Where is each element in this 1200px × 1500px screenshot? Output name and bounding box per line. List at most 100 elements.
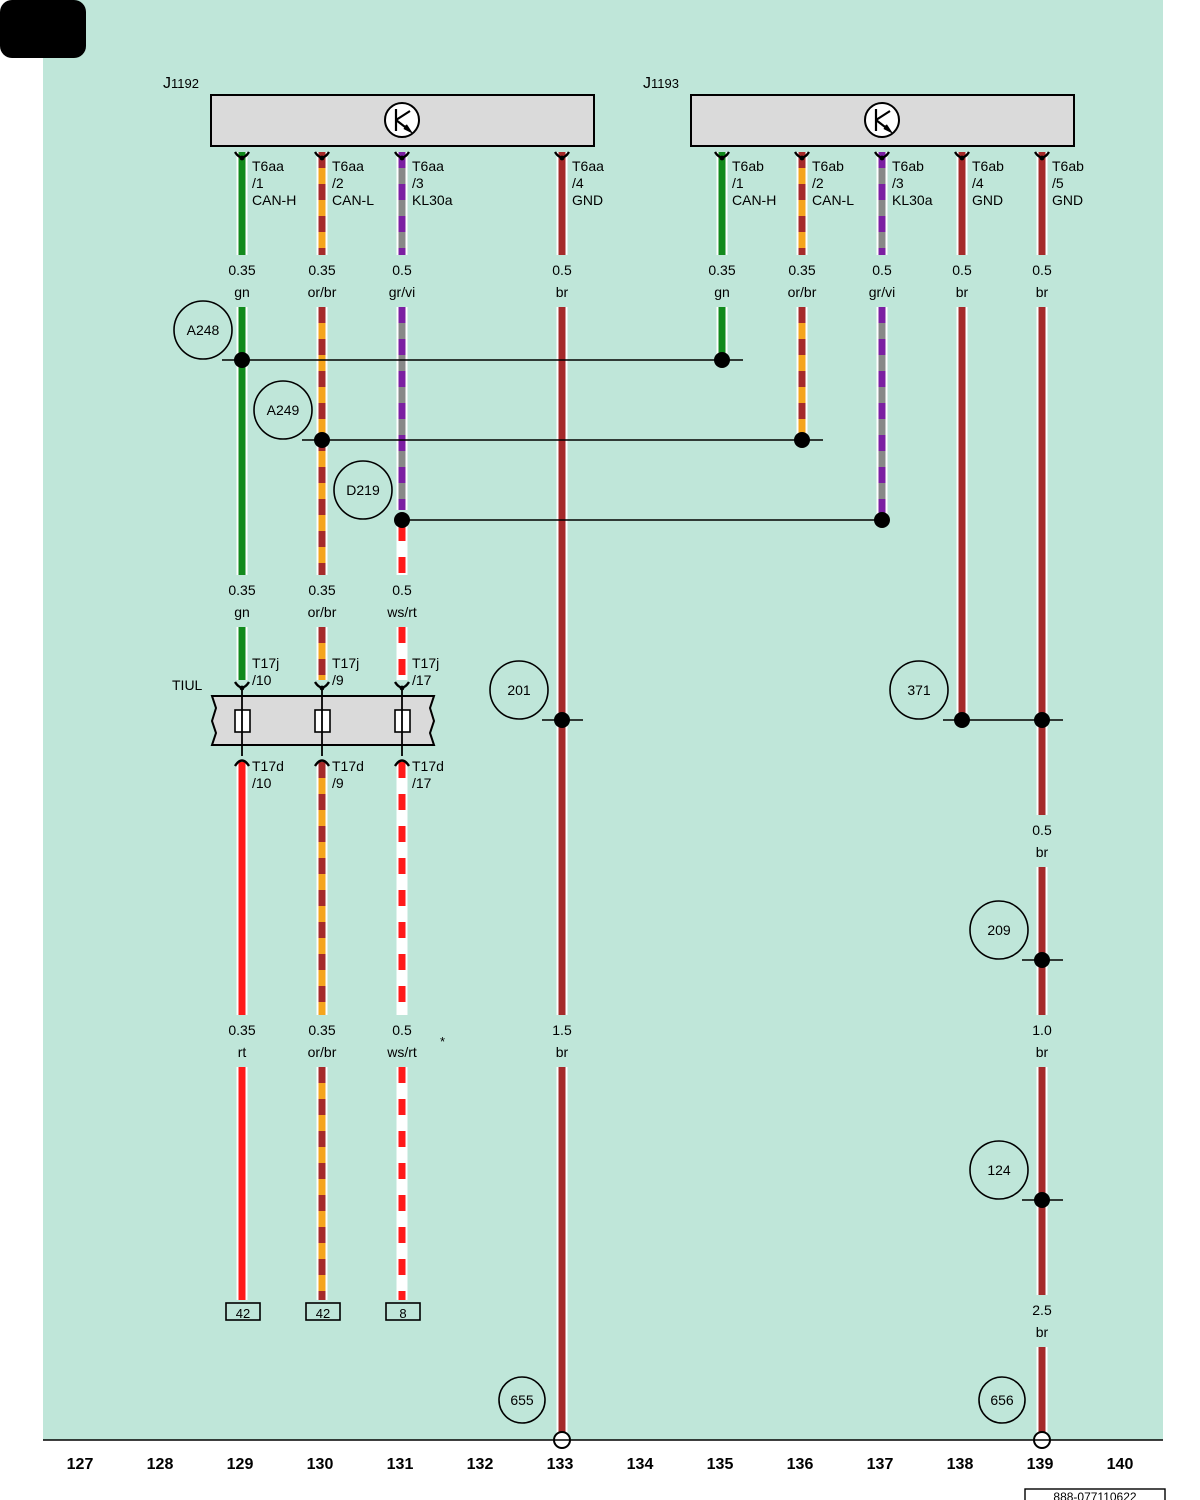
terminal-icon	[233, 759, 251, 767]
junction-201: 201	[489, 660, 549, 720]
junction-dots	[234, 352, 1050, 1208]
j1193-label: J1193	[643, 75, 679, 92]
page-tab	[0, 0, 86, 58]
svg-text:124: 124	[987, 1162, 1011, 1178]
terminal-icon	[313, 759, 331, 767]
junction-656: 656	[978, 1376, 1026, 1424]
grid-number: 130	[307, 1456, 334, 1473]
terminal-pin	[239, 685, 245, 691]
terminal-pin	[719, 155, 725, 161]
terminals	[233, 151, 1051, 767]
terminal-pin	[799, 155, 805, 161]
ref-box-42: 42	[225, 1302, 261, 1321]
reference-boxes: 42 42 8	[225, 1302, 421, 1321]
svg-text:655: 655	[510, 1392, 534, 1408]
grid-number: 134	[627, 1456, 654, 1473]
grid-number: 129	[227, 1456, 254, 1473]
svg-text:8: 8	[399, 1306, 406, 1321]
tiul-label: TIUL	[172, 677, 203, 693]
grid-number: 140	[1107, 1456, 1134, 1473]
pin-label-t17d-9: T17d/9	[332, 758, 364, 791]
svg-text:888-077110622: 888-077110622	[1053, 1490, 1137, 1500]
svg-text:D219: D219	[346, 482, 380, 498]
svg-text:201: 201	[507, 682, 531, 698]
grid-number: 127	[67, 1456, 94, 1473]
junction-209: 209	[969, 900, 1029, 960]
junction-d219: D219	[333, 460, 393, 520]
terminal-pin	[319, 685, 325, 691]
grid-number: 131	[387, 1456, 414, 1473]
terminal-pin	[959, 155, 965, 161]
junction-655: 655	[498, 1376, 546, 1424]
grid-number: 132	[467, 1456, 494, 1473]
grid-number: 139	[1027, 1456, 1054, 1473]
grid-number: 138	[947, 1456, 974, 1473]
svg-text:42: 42	[316, 1306, 330, 1321]
svg-text:A249: A249	[267, 402, 300, 418]
pin-label-t17j-17: T17j/17	[412, 655, 439, 688]
terminal-pin	[239, 155, 245, 161]
pin-label-t17j-10: T17j/10	[252, 655, 279, 688]
svg-text:42: 42	[236, 1306, 250, 1321]
terminal-icon	[393, 759, 411, 767]
transistor-icon	[394, 109, 414, 134]
junction-a248: A248	[173, 300, 233, 360]
terminal-pin	[1039, 155, 1045, 161]
grid-number: 135	[707, 1456, 734, 1473]
document-id: 888-077110622	[1024, 1488, 1166, 1500]
terminal-pin	[399, 685, 405, 691]
svg-text:209: 209	[987, 922, 1011, 938]
junction-labels: A248 A249 D219 201 371 209 124 655 656	[173, 300, 1029, 1424]
grid-number: 133	[547, 1456, 574, 1473]
grid-number: 136	[787, 1456, 814, 1473]
grid-number: 137	[867, 1456, 894, 1473]
footnote-marker: *	[440, 1034, 445, 1049]
terminal-pin	[879, 155, 885, 161]
junction-124: 124	[969, 1140, 1029, 1200]
control-unit-j1192: J1192	[163, 75, 595, 147]
connector-tiul: TIUL	[172, 677, 436, 756]
terminal-pin	[399, 155, 405, 161]
j1192-label: J1192	[163, 75, 199, 92]
junction-a249: A249	[253, 380, 313, 440]
pin-label-t17d-10: T17d/10	[252, 758, 284, 791]
pin-label-t17j-9: T17j/9	[332, 655, 359, 688]
transistor-icon	[874, 109, 894, 134]
pin-label-t17d-17: T17d/17	[412, 758, 444, 791]
terminal-pin	[319, 155, 325, 161]
svg-text:371: 371	[907, 682, 931, 698]
terminal-pin	[559, 155, 565, 161]
junction-371: 371	[889, 660, 949, 720]
svg-text:A248: A248	[187, 322, 220, 338]
control-unit-j1193: J1193	[643, 75, 1075, 147]
